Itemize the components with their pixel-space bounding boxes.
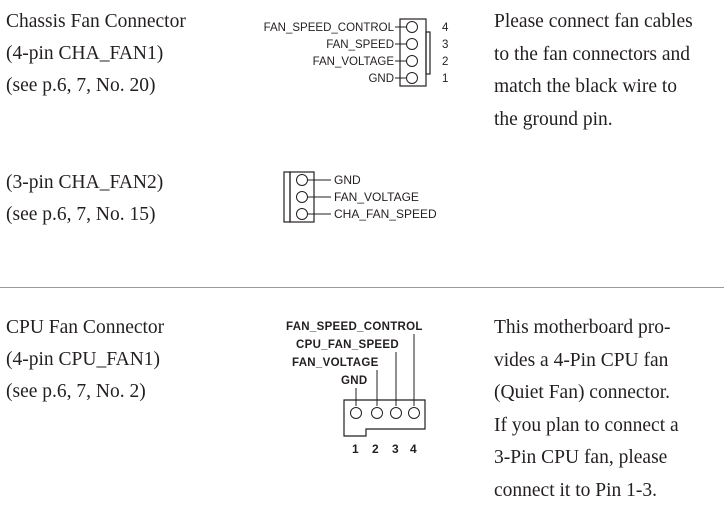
pin-label: GND	[341, 375, 367, 387]
description-line: Please connect fan cables	[494, 11, 693, 32]
connector-key	[425, 31, 431, 75]
pin-label: GND	[368, 73, 394, 85]
cpu-fan-4pin-description: This motherboard pro- vides a 4-Pin CPU …	[494, 312, 724, 507]
connector-housing	[343, 399, 426, 437]
pin-circle	[406, 72, 418, 84]
pin-label: FAN_SPEED_CONTROL	[286, 321, 423, 333]
pin-label: GND	[334, 173, 361, 187]
pin-number: 2	[372, 442, 379, 456]
description-line: vides a 4-Pin CPU fan	[494, 349, 669, 371]
description-line: If you plan to connect a	[494, 414, 679, 436]
pin-number: 4	[410, 442, 417, 456]
pin-circle	[296, 208, 308, 220]
pin-circle	[408, 407, 420, 419]
pin-circle	[296, 174, 308, 186]
pin-circle	[406, 21, 418, 33]
connector-key	[283, 171, 291, 223]
title-line: CPU Fan Connector	[6, 317, 165, 338]
pin-row: FAN_VOLTAGE 2	[313, 55, 448, 68]
section-divider	[0, 287, 724, 288]
title-line: (3-pin CHA_FAN2)	[6, 172, 164, 193]
pin-circle	[350, 407, 362, 419]
description-line: connect it to Pin 1-3.	[494, 479, 658, 501]
pin-label: FAN_VOLTAGE	[313, 56, 395, 68]
chassis-fan-3pin-diagram: GND FAN_VOLTAGE CHA_FAN_SPEED	[283, 171, 437, 223]
pin-number: 4	[442, 22, 449, 34]
pin-number: 3	[442, 39, 448, 51]
title-line: (see p.6, 7, No. 15)	[6, 204, 156, 225]
description-line: the ground pin.	[494, 108, 613, 130]
pin-label: CPU_FAN_SPEED	[296, 339, 399, 351]
title-line: Chassis Fan Connector	[6, 11, 186, 32]
pin-circle	[406, 55, 418, 67]
chassis-fan-4pin-description: Please connect fan cables to the fan con…	[494, 6, 724, 136]
pin-row: FAN_SPEED 3	[326, 38, 448, 51]
pin-label: FAN_VOLTAGE	[292, 357, 379, 369]
pin-number: 3	[392, 442, 399, 456]
chassis-fan-4pin-diagram: FAN_SPEED_CONTROL 4 FAN_SPEED 3 FAN_VOLT…	[264, 18, 449, 87]
pin-label: FAN_VOLTAGE	[334, 190, 419, 204]
pin-label: FAN_SPEED_CONTROL	[264, 22, 395, 34]
pin-circle	[390, 407, 402, 419]
chassis-fan-4pin-title: Chassis Fan Connector (4-pin CHA_FAN1) (…	[6, 6, 186, 102]
pin-row: FAN_VOLTAGE	[296, 190, 419, 204]
description-line: to the fan connectors and	[494, 43, 691, 65]
cpu-fan-4pin-diagram: FAN_SPEED_CONTROL CPU_FAN_SPEED FAN_VOLT…	[286, 321, 426, 456]
description-line: match the black wire to	[494, 76, 678, 97]
pin-row: CHA_FAN_SPEED	[296, 207, 437, 221]
cpu-fan-4pin-title: CPU Fan Connector (4-pin CPU_FAN1) (see …	[6, 312, 164, 408]
pin-number: 1	[442, 73, 448, 85]
pin-row: FAN_SPEED_CONTROL 4	[264, 21, 449, 34]
chassis-fan-3pin-title: (3-pin CHA_FAN2) (see p.6, 7, No. 15)	[6, 167, 163, 231]
description-line: 3-Pin CPU fan, please	[494, 447, 668, 468]
pin-label: FAN_SPEED	[326, 39, 394, 51]
pin-circle	[406, 38, 418, 50]
title-line: (4-pin CPU_FAN1)	[6, 349, 161, 370]
pin-row: GND 1	[368, 72, 448, 85]
title-line: (see p.6, 7, No. 20)	[6, 75, 156, 96]
description-line: This motherboard pro-	[494, 317, 671, 338]
pin-circle	[371, 407, 383, 419]
pin-number: 1	[352, 442, 359, 456]
description-line: (Quiet Fan) connector.	[494, 382, 670, 403]
pin-row: GND	[296, 173, 361, 187]
title-line: (4-pin CHA_FAN1)	[6, 43, 164, 64]
pin-number: 2	[442, 56, 448, 68]
pin-circle	[296, 191, 308, 203]
title-line: (see p.6, 7, No. 2)	[6, 381, 146, 402]
pin-label: CHA_FAN_SPEED	[334, 207, 437, 221]
